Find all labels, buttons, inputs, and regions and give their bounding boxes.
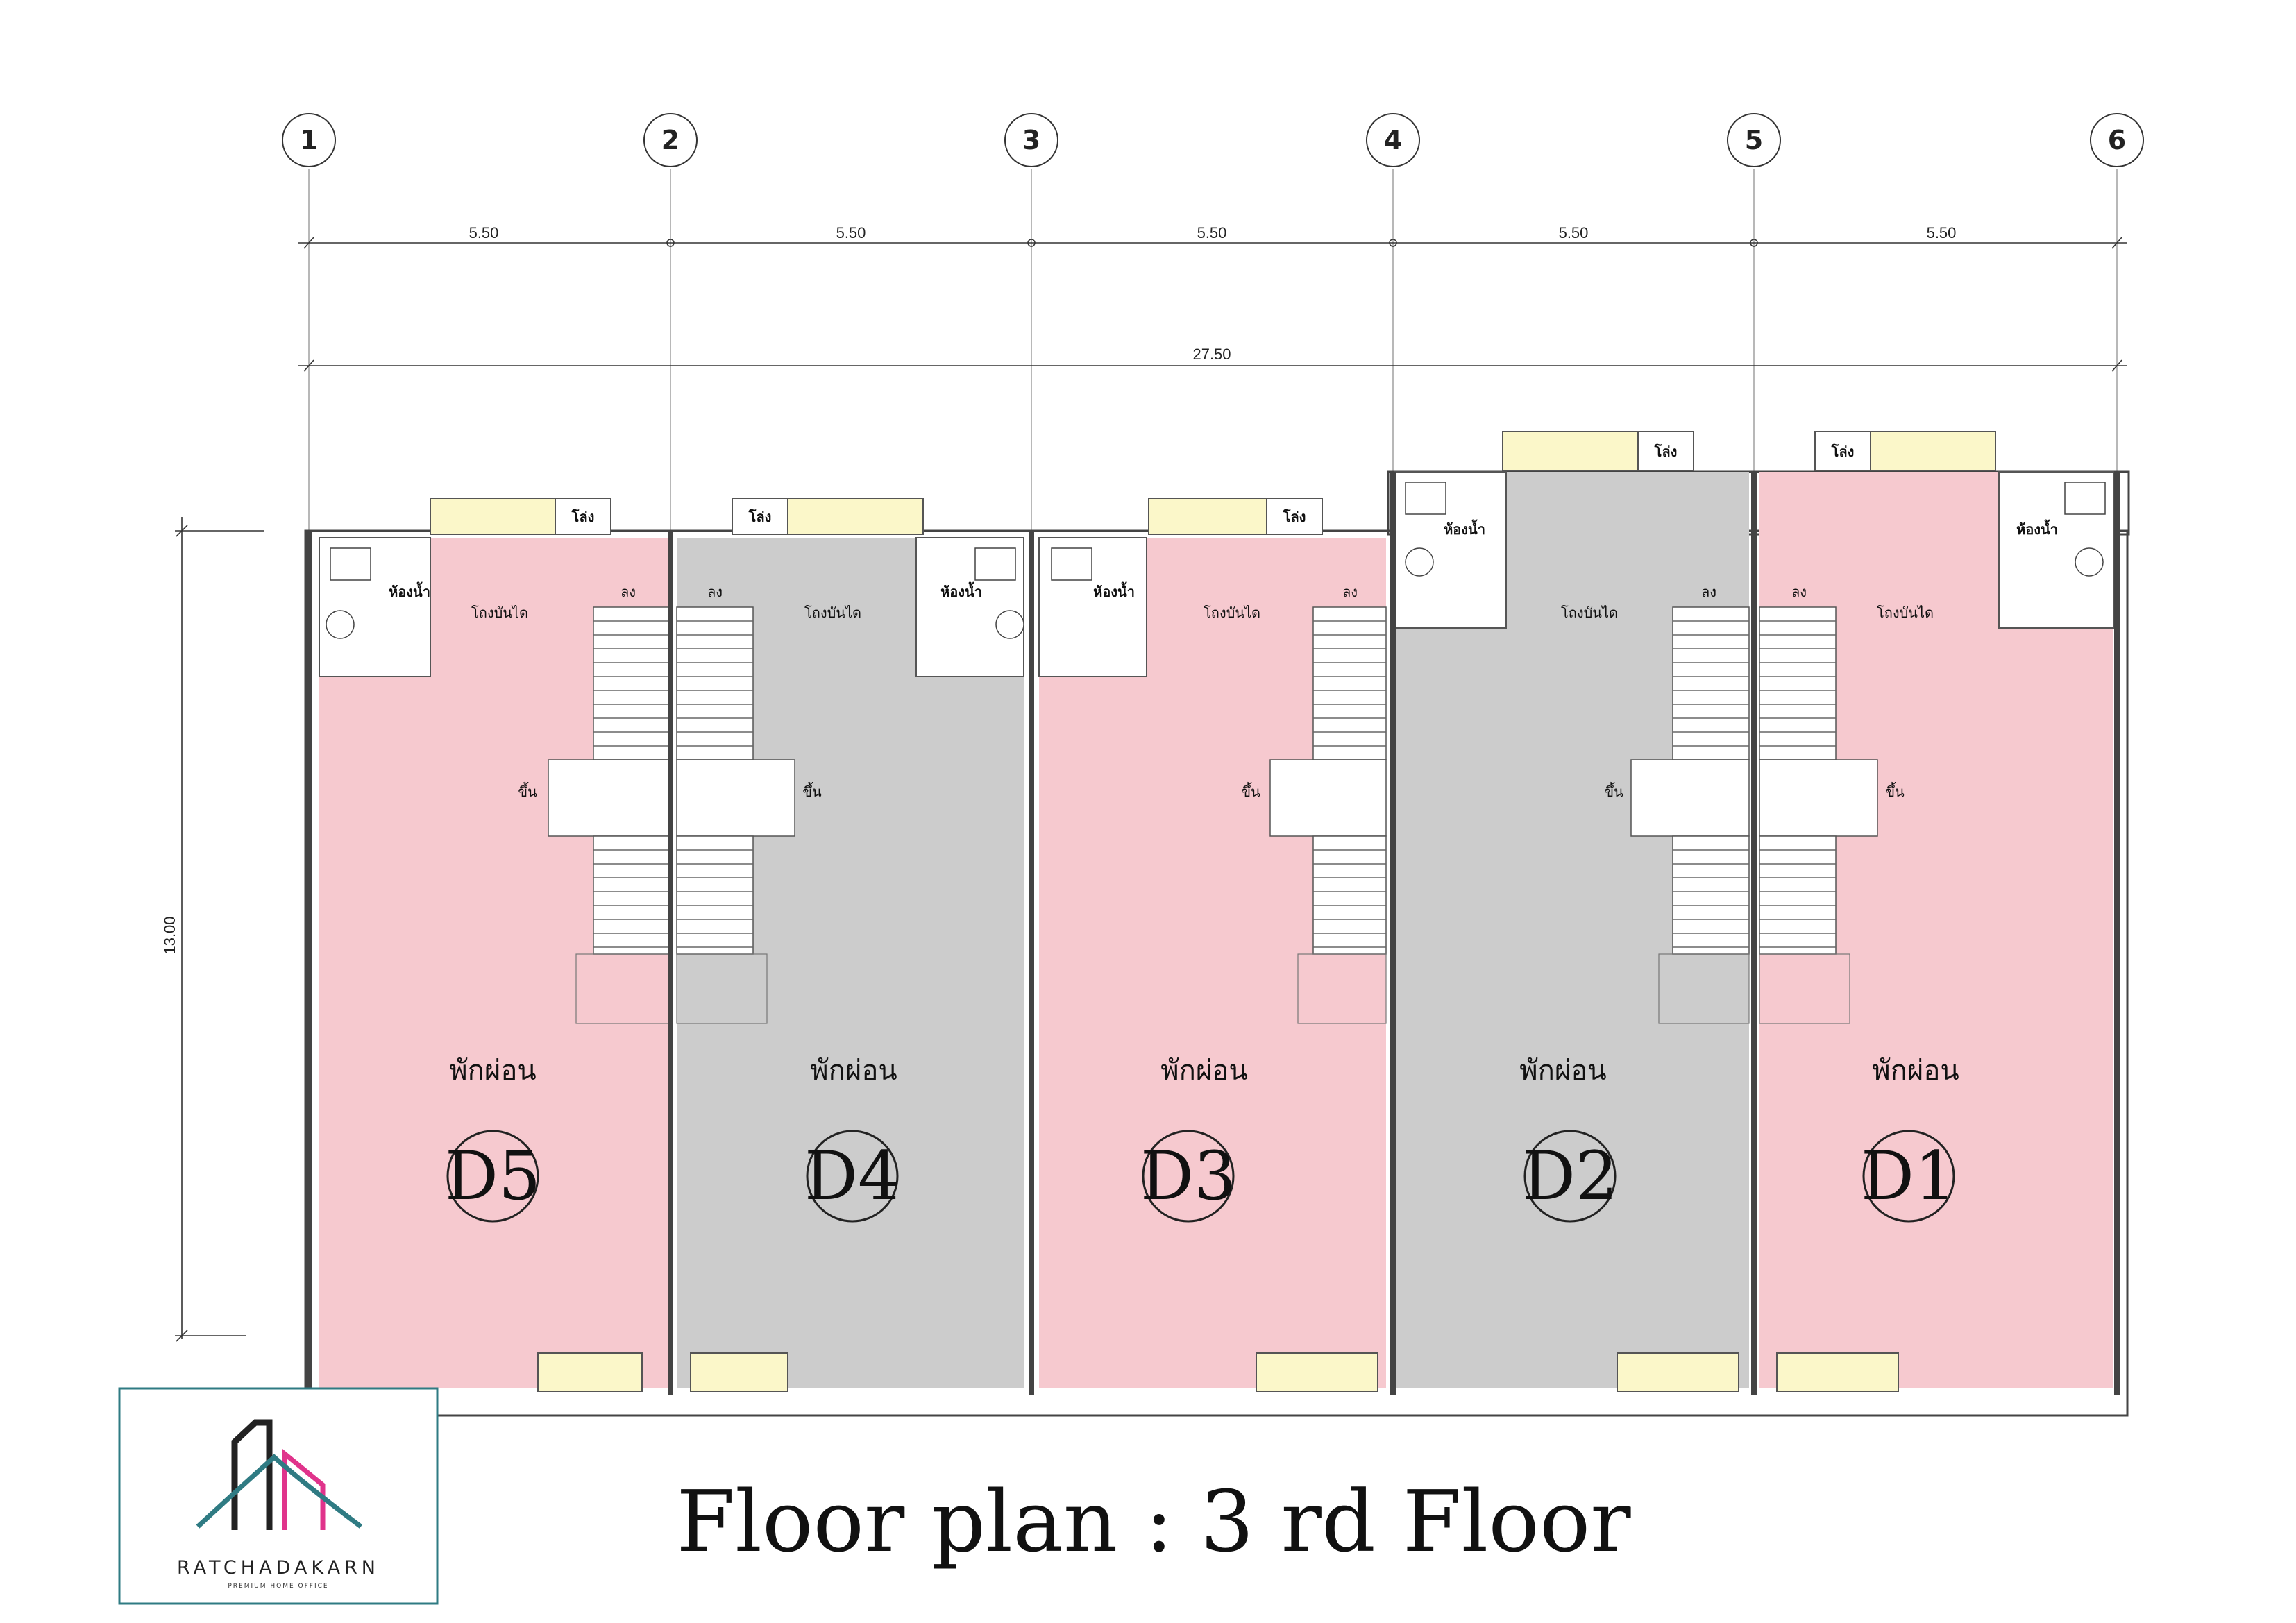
unit-d2: ห้องน้ำ โล่ง โถงบันได ลง ขึ้น พักผ่อน D2 — [1394, 431, 1750, 1392]
unit-d5-room-label: พักผ่อน — [449, 1055, 536, 1087]
unit-d4-stair-hall-label: โถงบันได — [804, 604, 861, 621]
bay-dimension-4: 5.50 — [1559, 224, 1589, 241]
unit-d1: ห้องน้ำ โล่ง โถงบันได ลง ขึ้น พักผ่อน D1 — [1759, 431, 2114, 1392]
unit-d4: ห้องน้ำ โล่ง โถงบันได ลง ขึ้น พักผ่อน D4 — [676, 498, 1024, 1392]
unit-d2-room-label: พักผ่อน — [1519, 1055, 1606, 1087]
bay-dimension-3: 5.50 — [1197, 224, 1227, 241]
logo-swoosh-icon — [196, 1454, 363, 1529]
toilet-icon — [1051, 547, 1092, 581]
unit-d4-duct — [732, 498, 788, 535]
unit-d4-stair-up-label: ขึ้น — [802, 782, 822, 800]
grid-label-1: 1 — [300, 125, 318, 155]
unit-d2-stair-hall-label: โถงบันได — [1561, 604, 1618, 621]
unit-d1-id: D1 — [1861, 1137, 1957, 1215]
unit-d5-front-balcony — [537, 1352, 643, 1392]
basin-icon — [326, 610, 355, 639]
unit-d4-stair-down-label: ลง — [707, 584, 723, 600]
unit-d2-staircase — [1630, 606, 1750, 1024]
unit-d5-stair-hall-label: โถงบันได — [471, 604, 528, 621]
party-walls — [306, 472, 2120, 1395]
unit-d5-tag — [446, 1130, 539, 1223]
bay-dimension-2: 5.50 — [836, 224, 866, 241]
unit-d1-stair-hall-label: โถงบันได — [1877, 604, 1934, 621]
unit-d3: ห้องน้ำ โล่ง โถงบันได ลง ขึ้น พักผ่อน D3 — [1038, 498, 1387, 1392]
unit-d5-id: D5 — [445, 1137, 541, 1215]
unit-d4-front-balcony — [690, 1352, 788, 1392]
logo-brand-name: RATCHADAKARN — [177, 1557, 380, 1579]
unit-d2-tag — [1523, 1130, 1617, 1223]
bay-dimension-1: 5.50 — [469, 224, 499, 241]
grid-label-6: 6 — [2108, 125, 2126, 155]
unit-d1-tag — [1862, 1130, 1955, 1223]
unit-d3-room-label: พักผ่อน — [1160, 1055, 1247, 1087]
toilet-icon — [1405, 482, 1446, 515]
unit-d1-room-label: พักผ่อน — [1872, 1055, 1959, 1087]
depth-dimension: 13.00 — [161, 517, 264, 1342]
brand-logo: RATCHADAKARN PREMIUM HOME OFFICE — [118, 1387, 439, 1605]
unit-d3-tag — [1142, 1130, 1235, 1223]
grid-label-3: 3 — [1022, 125, 1040, 155]
bay-dimension-5: 5.50 — [1927, 224, 1957, 241]
unit-d5-duct-label: โล่ง — [571, 509, 595, 525]
total-width-dimension: 27.50 — [1192, 346, 1231, 363]
stair-steps — [593, 620, 1836, 948]
unit-d3-id: D3 — [1140, 1137, 1236, 1215]
bay-dimensions: 5.50 5.50 5.50 5.50 5.50 — [298, 224, 2127, 249]
unit-d3-stair-hall-label: โถงบันได — [1204, 604, 1260, 621]
unit-d2-stair-down-label: ลง — [1701, 584, 1716, 600]
unit-d3-duct — [1266, 498, 1323, 535]
grid-label-2: 2 — [661, 125, 679, 155]
unit-d4-room-label: พักผ่อน — [810, 1055, 897, 1087]
unit-d3-staircase — [1269, 606, 1387, 1024]
basin-icon — [995, 610, 1024, 639]
depth-dimension-label: 13.00 — [161, 916, 178, 954]
unit-d1-duct-label: โล่ง — [1831, 443, 1855, 460]
unit-d4-id: D4 — [804, 1137, 900, 1215]
unit-d1-duct — [1814, 431, 1871, 471]
grid-label-5: 5 — [1745, 125, 1763, 155]
unit-d2-duct-label: โล่ง — [1654, 443, 1678, 460]
unit-d5: ห้องน้ำ โล่ง โถงบันได ลง ขึ้น พักผ่อน D5 — [319, 498, 670, 1392]
toilet-icon — [330, 547, 371, 581]
toilet-icon — [974, 547, 1016, 581]
unit-d1-stair-down-label: ลง — [1791, 584, 1807, 600]
unit-d2-bathroom-label: ห้องน้ำ — [1444, 519, 1485, 538]
unit-d2-stair-up-label: ขึ้น — [1604, 782, 1623, 800]
unit-d1-bathroom-label: ห้องน้ำ — [2016, 519, 2058, 538]
unit-d4-staircase — [676, 606, 795, 1024]
unit-d3-stair-up-label: ขึ้น — [1241, 782, 1260, 800]
grid-axis-6: 6 — [2090, 113, 2144, 1388]
unit-d4-tag — [806, 1130, 899, 1223]
unit-d3-stair-down-label: ลง — [1342, 584, 1358, 600]
unit-d3-front-balcony — [1256, 1352, 1378, 1392]
unit-d1-staircase — [1759, 606, 1878, 1024]
logo-frame — [118, 1387, 439, 1605]
unit-d1-front-balcony — [1776, 1352, 1899, 1392]
unit-d5-bathroom-label: ห้องน้ำ — [389, 581, 430, 600]
unit-d4-bathroom-label: ห้องน้ำ — [940, 581, 982, 600]
unit-d1-stair-up-label: ขึ้น — [1885, 782, 1905, 800]
unit-d4-duct-label: โล่ง — [748, 509, 772, 525]
unit-d2-front-balcony — [1617, 1352, 1739, 1392]
unit-d3-duct-label: โล่ง — [1283, 509, 1306, 525]
grid-axis-2: 2 — [643, 113, 698, 1388]
unit-d3-bathroom-label: ห้องน้ำ — [1093, 581, 1135, 600]
logo-tagline: PREMIUM HOME OFFICE — [228, 1583, 328, 1590]
unit-d5-stair-down-label: ลง — [621, 584, 636, 600]
unit-d2-duct — [1637, 431, 1694, 471]
page-title: Floor plan : 3 rd Floor — [676, 1472, 1631, 1571]
unit-d5-stair-up-label: ขึ้น — [518, 782, 537, 800]
unit-d2-id: D2 — [1522, 1137, 1618, 1215]
grid-label-4: 4 — [1384, 125, 1402, 155]
logo-roof-icon — [282, 1448, 326, 1530]
toilet-icon — [2064, 482, 2106, 515]
total-dimension: 27.50 — [298, 346, 2127, 372]
basin-icon — [2075, 547, 2104, 577]
unit-d5-duct — [555, 498, 611, 535]
basin-icon — [1405, 547, 1434, 577]
